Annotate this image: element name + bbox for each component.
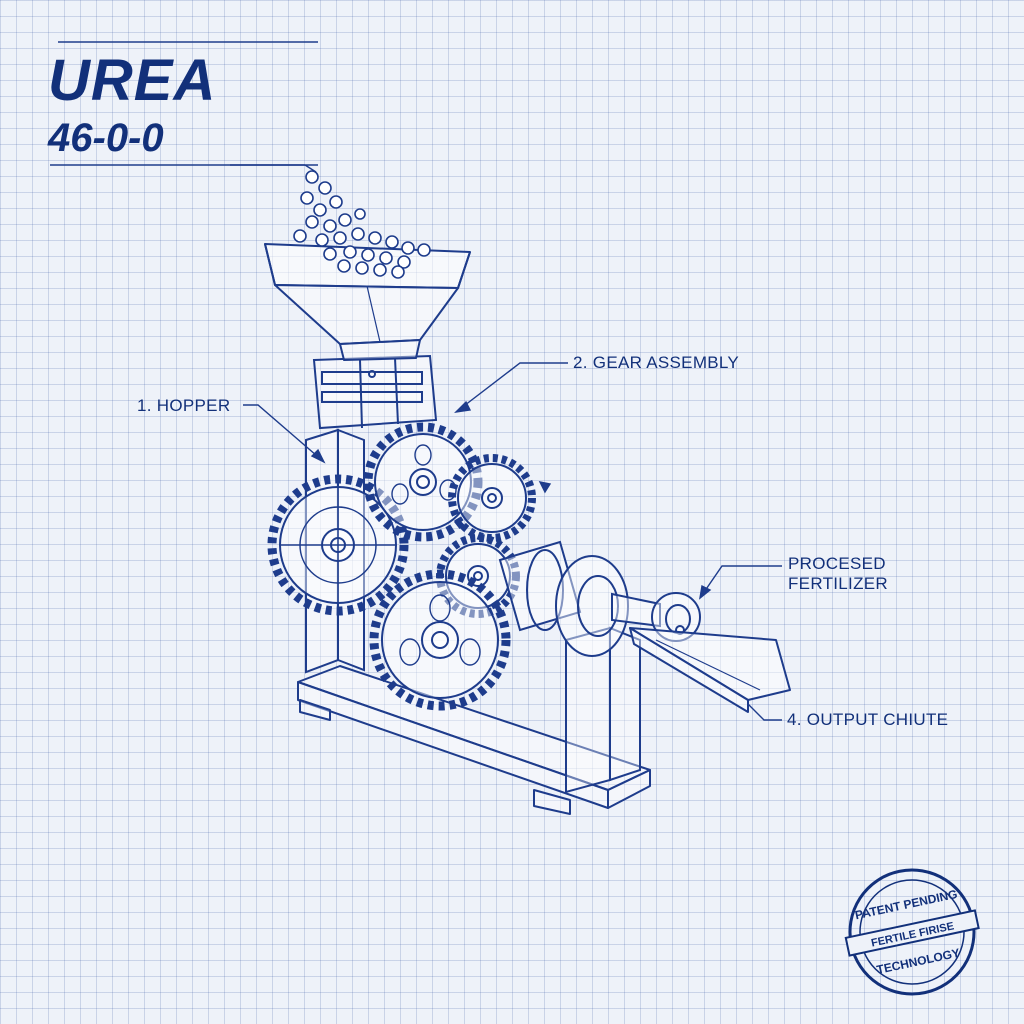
drive-shaft: [498, 540, 701, 657]
urea-granules: [293, 170, 431, 279]
stamp-bottom-text: TECHNOLOGY: [875, 946, 961, 977]
base-frame: [297, 665, 651, 815]
callout-processed-line1: PROCESED: [788, 554, 886, 573]
gear-lower-large: [369, 569, 511, 711]
callout-output-chute: 4. OUTPUT CHIUTE: [787, 710, 949, 729]
gear-assembly: [267, 422, 536, 711]
gear-upper-right: [448, 454, 536, 542]
hopper: [264, 243, 471, 361]
gear-upper-center: [363, 422, 483, 542]
gear-large-left: [267, 474, 409, 616]
callout-processed-line2: FERTILIZER: [788, 574, 888, 593]
frame-column: [312, 354, 438, 430]
leader-lines: [230, 164, 782, 721]
callout-gear-assembly: 2. GEAR ASSEMBLY: [573, 353, 740, 372]
product-title: UREA: [48, 48, 217, 113]
callout-hopper: 1. HOPPER: [137, 396, 231, 415]
nutrient-ratio: 46-0-0: [48, 116, 164, 160]
callout-processed-fertilizer: PROCESED FERTILIZER: [788, 554, 888, 594]
patent-stamp: PATENT PENDING FERTILE FIRISE TECHNOLOGY: [844, 868, 980, 996]
output-chute: [629, 627, 791, 713]
